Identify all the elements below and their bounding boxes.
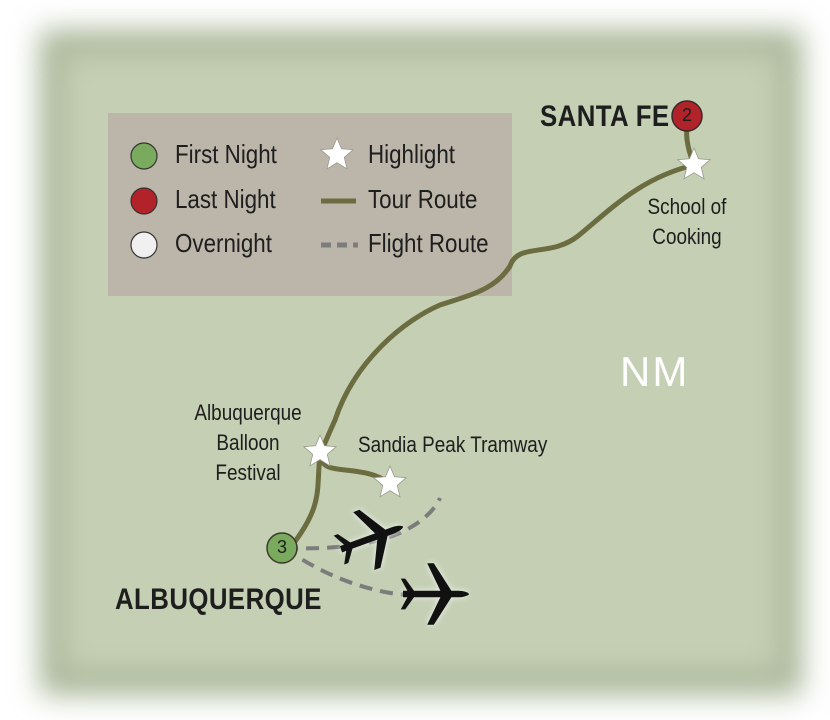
school-line-2: Cooking xyxy=(652,224,722,249)
airplane-icon xyxy=(400,563,469,625)
balloon-line-3: Festival xyxy=(215,460,281,485)
state-label: NM xyxy=(620,348,690,395)
school-line-1: School of xyxy=(647,194,727,219)
legend-first-night-icon xyxy=(130,142,158,170)
school-of-cooking-star-icon xyxy=(676,146,712,180)
flight-route xyxy=(284,497,442,551)
legend-overnight-icon xyxy=(130,231,158,259)
legend-last-night-label: Last Night xyxy=(175,184,276,214)
balloon-line-2: Balloon xyxy=(216,430,280,455)
school-of-cooking-label: School of Cooking xyxy=(636,192,737,252)
legend-last-night-icon xyxy=(130,187,158,215)
legend-flight-route-label: Flight Route xyxy=(368,228,489,258)
legend-box xyxy=(108,113,512,296)
santa-fe-pin xyxy=(671,100,703,132)
albuquerque-nights: 3 xyxy=(276,537,287,557)
legend-tour-route-label: Tour Route xyxy=(368,184,478,214)
santa-fe-nights: 2 xyxy=(681,105,692,125)
sandia-peak-tramway-star-icon xyxy=(372,464,408,498)
legend-first-night-label: First Night xyxy=(175,139,277,169)
balloon-festival-star-icon xyxy=(302,433,338,467)
legend-overnight-label: Overnight xyxy=(175,228,272,258)
sandia-peak-tramway-label: Sandia Peak Tramway xyxy=(358,432,548,457)
legend-highlight-icon xyxy=(319,136,355,170)
albuquerque-pin xyxy=(266,532,298,564)
legend-highlight-label: Highlight xyxy=(368,139,456,169)
airplane-icon xyxy=(333,509,404,570)
balloon-line-1: Albuquerque xyxy=(194,400,302,425)
santa-fe-label: SANTA FE xyxy=(540,100,670,133)
albuquerque-label: ALBUQUERQUE xyxy=(115,583,322,616)
balloon-festival-label: Albuquerque Balloon Festival xyxy=(186,398,310,488)
